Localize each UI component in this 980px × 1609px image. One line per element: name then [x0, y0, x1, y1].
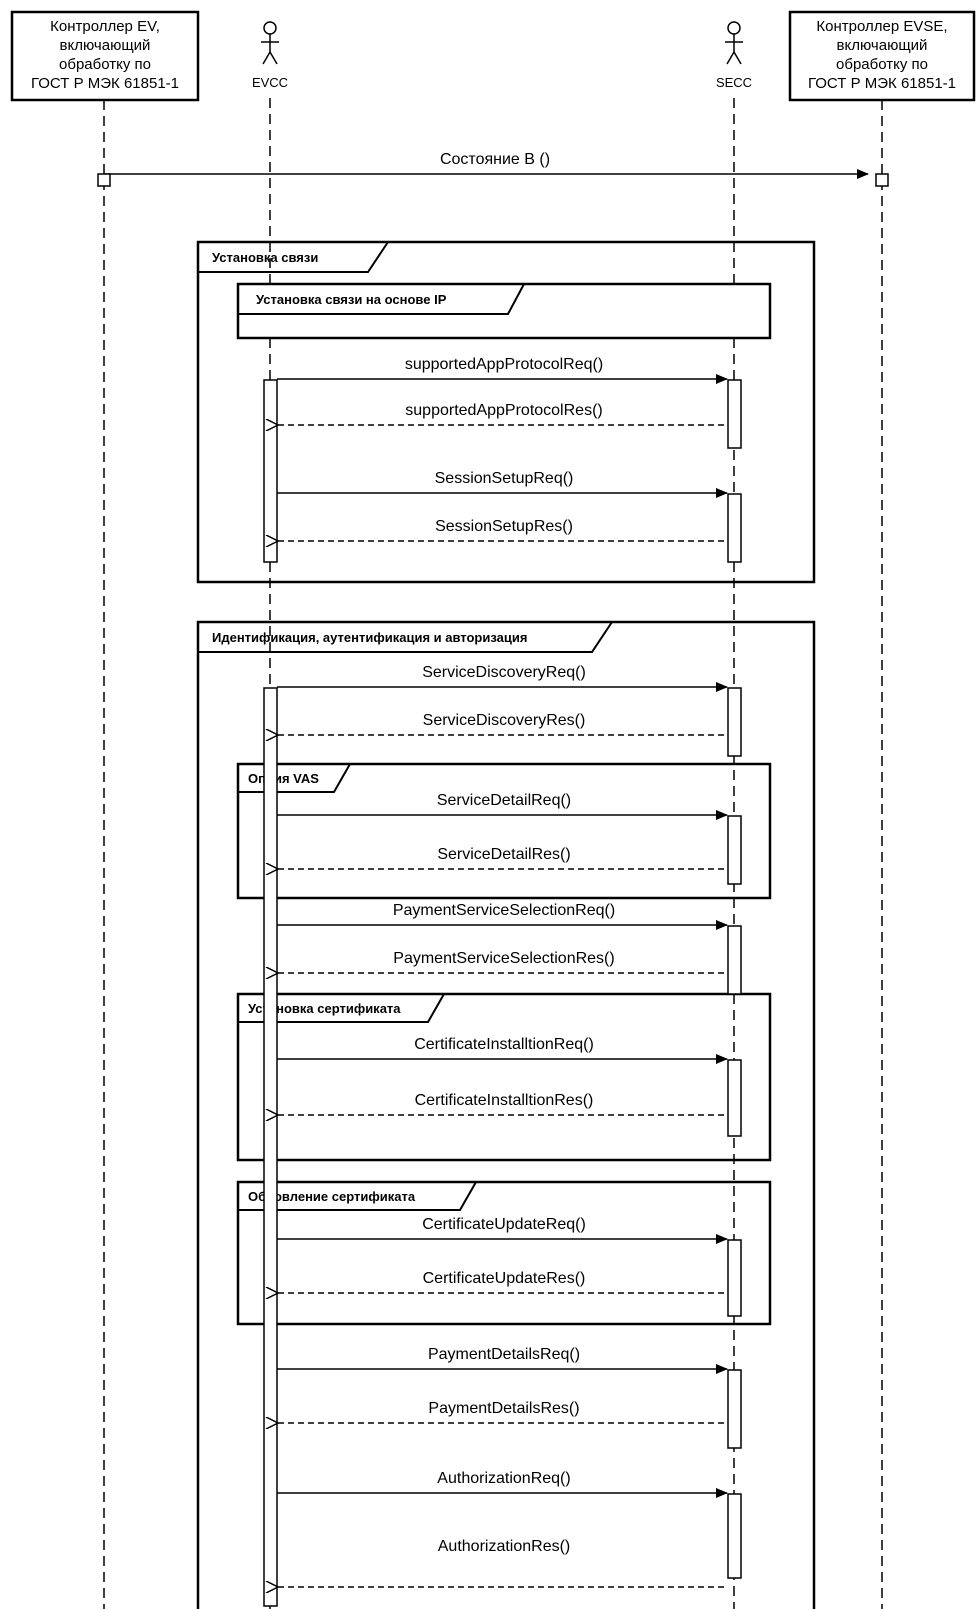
secc-activation-3	[727, 687, 742, 757]
actor-secc-label: SECC	[716, 75, 752, 90]
evcc-activation-1	[263, 379, 278, 563]
message-payment-details-req: PaymentDetailsReq()	[277, 1346, 728, 1374]
evse-controller-line-1: Контроллер EVSE,	[816, 18, 947, 35]
message-label: PaymentServiceSelectionRes()	[393, 950, 614, 967]
message-service-detail-req: ServiceDetailReq()	[277, 792, 728, 820]
message-label: CertificateInstalltionRes()	[415, 1092, 594, 1109]
actor-evcc: EVCC	[248, 21, 292, 90]
frame-cert-install-title: Установка сертификата	[248, 1001, 401, 1016]
message-payment-details-res: PaymentDetailsRes()	[278, 1400, 727, 1423]
message-session-setup-res: SessionSetupRes()	[278, 518, 727, 541]
message-payment-service-selection-res: PaymentServiceSelectionRes()	[278, 950, 727, 973]
message-session-setup-req: SessionSetupReq()	[277, 470, 728, 498]
message-certificate-update-res: CertificateUpdateRes()	[278, 1270, 727, 1293]
actor-figure-icon	[261, 21, 279, 65]
message-supported-app-protocol-req: supportedAppProtocolReq()	[277, 356, 728, 384]
actor-figure-icon	[725, 21, 743, 65]
secc-activation-6	[727, 1059, 742, 1137]
participant-ev-controller: Контроллер EV, включающий обработку по Г…	[10, 10, 200, 102]
frame-identification-title: Идентификация, аутентификация и авториза…	[212, 630, 527, 645]
message-label: ServiceDetailReq()	[437, 792, 571, 809]
message-label: PaymentDetailsRes()	[428, 1400, 579, 1417]
frame-ip-setup-title: Установка связи на основе IP	[256, 292, 447, 307]
message-label: SessionSetupReq()	[435, 470, 574, 487]
frame-vas-title: Опция VAS	[248, 771, 319, 786]
message-label: AuthorizationRes()	[438, 1538, 571, 1555]
state-b-message: Состояние В ()	[97, 151, 889, 187]
message-label: CertificateUpdateReq()	[422, 1216, 586, 1233]
ev-controller-line-2: включающий	[60, 37, 151, 54]
message-supported-app-protocol-res: supportedAppProtocolRes()	[278, 402, 727, 425]
secc-activation-1	[727, 379, 742, 449]
evse-controller-line-2: включающий	[837, 37, 928, 54]
message-certificate-install-res: CertificateInstalltionRes()	[278, 1092, 727, 1115]
frame-session-setup-title: Установка связи	[212, 250, 318, 265]
evse-controller-line-3: обработку по	[836, 56, 928, 73]
message-service-discovery-req: ServiceDiscoveryReq()	[277, 664, 728, 692]
participant-evse-controller: Контроллер EVSE, включающий обработку по…	[788, 10, 976, 102]
frame-cert-update: Обновление сертификата	[236, 1180, 772, 1326]
message-payment-service-selection-req: PaymentServiceSelectionReq()	[277, 902, 728, 930]
frame-session-setup: Установка связи	[196, 240, 816, 584]
secc-activation-7	[727, 1239, 742, 1317]
message-label: supportedAppProtocolReq()	[405, 356, 603, 373]
frame-vas: Опция VAS	[236, 762, 772, 900]
frame-ip-setup: Установка связи на основе IP	[236, 282, 772, 340]
evcc-activation-2	[263, 687, 278, 1607]
ev-controller-line-4: ГОСТ Р МЭК 61851-1	[31, 75, 179, 92]
message-label: CertificateUpdateRes()	[423, 1270, 586, 1287]
frame-cert-install: Установка сертификата	[236, 992, 772, 1162]
message-label: ServiceDetailRes()	[437, 846, 570, 863]
message-authorization-req: AuthorizationReq()	[277, 1470, 728, 1498]
message-label: SessionSetupRes()	[435, 518, 573, 535]
secc-activation-8	[727, 1369, 742, 1449]
message-label: PaymentDetailsReq()	[428, 1346, 580, 1363]
secc-activation-4	[727, 815, 742, 885]
secc-activation-9	[727, 1493, 742, 1579]
message-certificate-update-req: CertificateUpdateReq()	[277, 1216, 728, 1244]
message-service-discovery-res: ServiceDiscoveryRes()	[278, 712, 727, 735]
frame-cert-update-title: Обновление сертификата	[248, 1189, 416, 1204]
message-label: ServiceDiscoveryReq()	[422, 664, 586, 681]
message-label: CertificateInstalltionReq()	[414, 1036, 594, 1053]
message-certificate-install-req: CertificateInstalltionReq()	[277, 1036, 728, 1064]
message-label: PaymentServiceSelectionReq()	[393, 902, 615, 919]
actor-secc: SECC	[712, 21, 756, 90]
ev-controller-line-1: Контроллер EV,	[50, 18, 160, 35]
message-authorization-res: AuthorizationRes()	[278, 1538, 727, 1587]
message-label: supportedAppProtocolRes()	[405, 402, 602, 419]
secc-activation-5	[727, 925, 742, 995]
state-b-label: Состояние В ()	[440, 151, 550, 168]
ev-controller-line-3: обработку по	[59, 56, 151, 73]
message-service-detail-res: ServiceDetailRes()	[278, 846, 727, 869]
secc-activation-2	[727, 493, 742, 563]
actor-evcc-label: EVCC	[252, 75, 288, 90]
message-label: ServiceDiscoveryRes()	[423, 712, 586, 729]
evse-controller-line-4: ГОСТ Р МЭК 61851-1	[808, 75, 956, 92]
message-label: AuthorizationReq()	[437, 1470, 570, 1487]
frame-identification: Идентификация, аутентификация и авториза…	[196, 620, 816, 1609]
